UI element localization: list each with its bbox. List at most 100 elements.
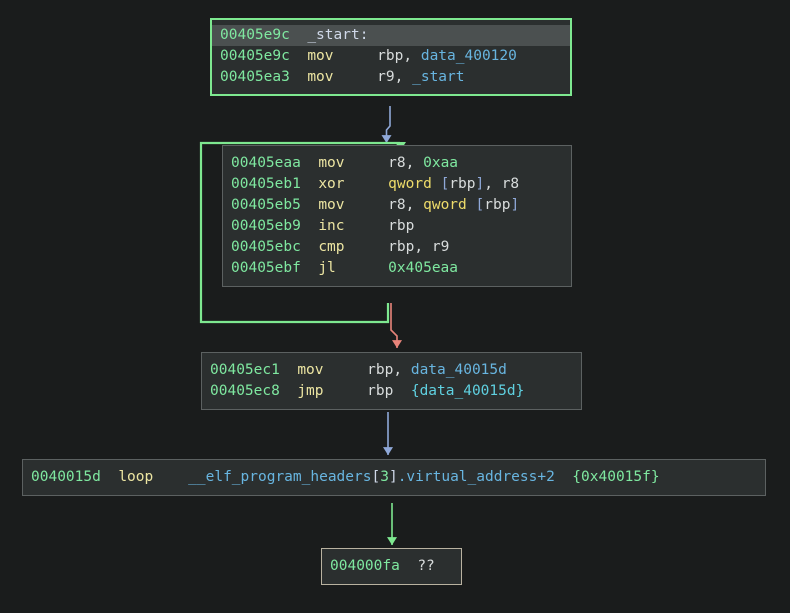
token-mnem: loop	[118, 469, 154, 485]
token-plain	[324, 383, 368, 399]
basic-block-unknown[interactable]: 004000fa ??	[321, 548, 462, 585]
token-plain: ,	[393, 362, 411, 378]
token-addr: 004000fa	[330, 558, 400, 574]
token-reg: rbp	[367, 383, 394, 399]
token-plain: ,	[405, 197, 424, 213]
token-addr: 00405e9c	[220, 27, 290, 43]
disasm-line[interactable]: 00405ea3 mov r9, _start	[212, 67, 570, 88]
token-plain	[290, 48, 307, 64]
token-brk: [	[475, 197, 485, 213]
token-reg: rbp	[449, 176, 476, 192]
token-reg: r9	[431, 239, 450, 255]
token-plain	[345, 155, 389, 171]
token-brk: ]	[510, 197, 520, 213]
token-mnem: mov	[318, 155, 345, 171]
disasm-line[interactable]: 00405e9c mov rbp, data_400120	[212, 46, 570, 67]
disasm-line[interactable]: 004000fa ??	[322, 556, 461, 577]
basic-block-jump[interactable]: 00405ec1 mov rbp, data_40015d 00405ec8 j…	[201, 352, 582, 410]
token-label: ]	[388, 469, 398, 485]
token-mnem: jl	[318, 260, 336, 276]
token-plain: ,	[403, 48, 421, 64]
token-plain: ,	[414, 239, 432, 255]
token-mnem: mov	[318, 197, 345, 213]
disasm-line[interactable]: 00405ec8 jmp rbp {data_40015d}	[202, 381, 581, 402]
disasm-line[interactable]: 0040015d loop __elf_program_headers[3].v…	[23, 467, 765, 488]
token-sym: data_400120	[420, 48, 517, 64]
token-plain	[290, 69, 307, 85]
disasm-line[interactable]: 00405ec1 mov rbp, data_40015d	[202, 360, 581, 381]
token-plain	[345, 197, 389, 213]
token-plain	[153, 469, 188, 485]
token-mnem: mov	[307, 48, 334, 64]
token-kw: qword	[388, 176, 432, 192]
token-reg: r8	[501, 176, 520, 192]
token-plain	[432, 176, 441, 192]
token-plain	[101, 469, 118, 485]
edge-loop-to-jump	[390, 303, 402, 349]
token-sym: __elf_program_headers	[188, 469, 372, 485]
token-plain	[301, 155, 318, 171]
token-brace: {0x40015f}	[572, 469, 660, 485]
token-plain	[301, 176, 318, 192]
token-plain: ,	[484, 176, 502, 192]
token-brk: [	[440, 176, 450, 192]
disasm-line[interactable]: 00405ebf jl 0x405eaa	[223, 258, 571, 279]
basic-block-loop-insn[interactable]: 0040015d loop __elf_program_headers[3].v…	[22, 459, 766, 496]
token-plain	[324, 362, 368, 378]
token-addr: 00405e9c	[220, 48, 290, 64]
token-kw: qword	[423, 197, 467, 213]
token-mnem: inc	[318, 218, 345, 234]
token-plain	[334, 48, 378, 64]
token-plain	[336, 260, 388, 276]
token-plain: ,	[405, 155, 424, 171]
token-mnem: xor	[318, 176, 345, 192]
token-addr: 00405ebf	[231, 260, 301, 276]
token-plain	[301, 260, 318, 276]
token-plain	[467, 197, 476, 213]
token-addr: 00405eb5	[231, 197, 301, 213]
token-reg: r9	[377, 69, 395, 85]
token-mnem: cmp	[318, 239, 345, 255]
disasm-line[interactable]: 00405eb5 mov r8, qword [rbp]	[223, 195, 571, 216]
token-plain	[290, 27, 307, 43]
token-brk: ]	[475, 176, 485, 192]
token-plain	[345, 176, 389, 192]
token-mnem: mov	[297, 362, 324, 378]
basic-block-start[interactable]: 00405e9c _start: 00405e9c mov rbp, data_…	[210, 18, 572, 96]
token-mnem: jmp	[297, 383, 324, 399]
disasm-line[interactable]: 00405e9c _start:	[212, 25, 570, 46]
token-num: 0x405eaa	[388, 260, 459, 276]
token-addr: 00405eaa	[231, 155, 301, 171]
disasm-line[interactable]: 00405ebc cmp rbp, r9	[223, 237, 571, 258]
token-plain	[280, 362, 297, 378]
token-sym: _start	[412, 69, 465, 85]
token-addr: 00405ec8	[210, 383, 280, 399]
token-addr: 00405ea3	[220, 69, 290, 85]
disasm-line[interactable]: 00405eb9 inc rbp	[223, 216, 571, 237]
basic-block-loop[interactable]: 00405eaa mov r8, 0xaa 00405eb1 xor qword…	[222, 145, 572, 287]
token-bracecy: {data_40015d}	[410, 383, 525, 399]
token-sym: .virtual_address+2	[397, 469, 555, 485]
token-addr: 00405eb1	[231, 176, 301, 192]
token-plain	[345, 239, 389, 255]
token-sym: data_40015d	[410, 362, 507, 378]
token-plain	[400, 558, 417, 574]
token-reg: rbp	[388, 218, 415, 234]
disasm-line[interactable]: 00405eaa mov r8, 0xaa	[223, 153, 571, 174]
token-plain	[393, 383, 410, 399]
token-qq: ??	[417, 558, 435, 574]
token-reg: r8	[388, 197, 406, 213]
token-reg: r8	[388, 155, 406, 171]
token-plain: ,	[394, 69, 413, 85]
token-plain	[301, 239, 318, 255]
token-num: 0xaa	[423, 155, 459, 171]
token-addr: 00405eb9	[231, 218, 301, 234]
token-label: [	[371, 469, 381, 485]
token-addr: 0040015d	[31, 469, 101, 485]
token-num: 3	[380, 469, 389, 485]
token-reg: rbp	[377, 48, 404, 64]
token-plain	[280, 383, 297, 399]
disasm-line[interactable]: 00405eb1 xor qword [rbp], r8	[223, 174, 571, 195]
token-label: _start:	[307, 27, 369, 43]
token-reg: rbp	[367, 362, 394, 378]
